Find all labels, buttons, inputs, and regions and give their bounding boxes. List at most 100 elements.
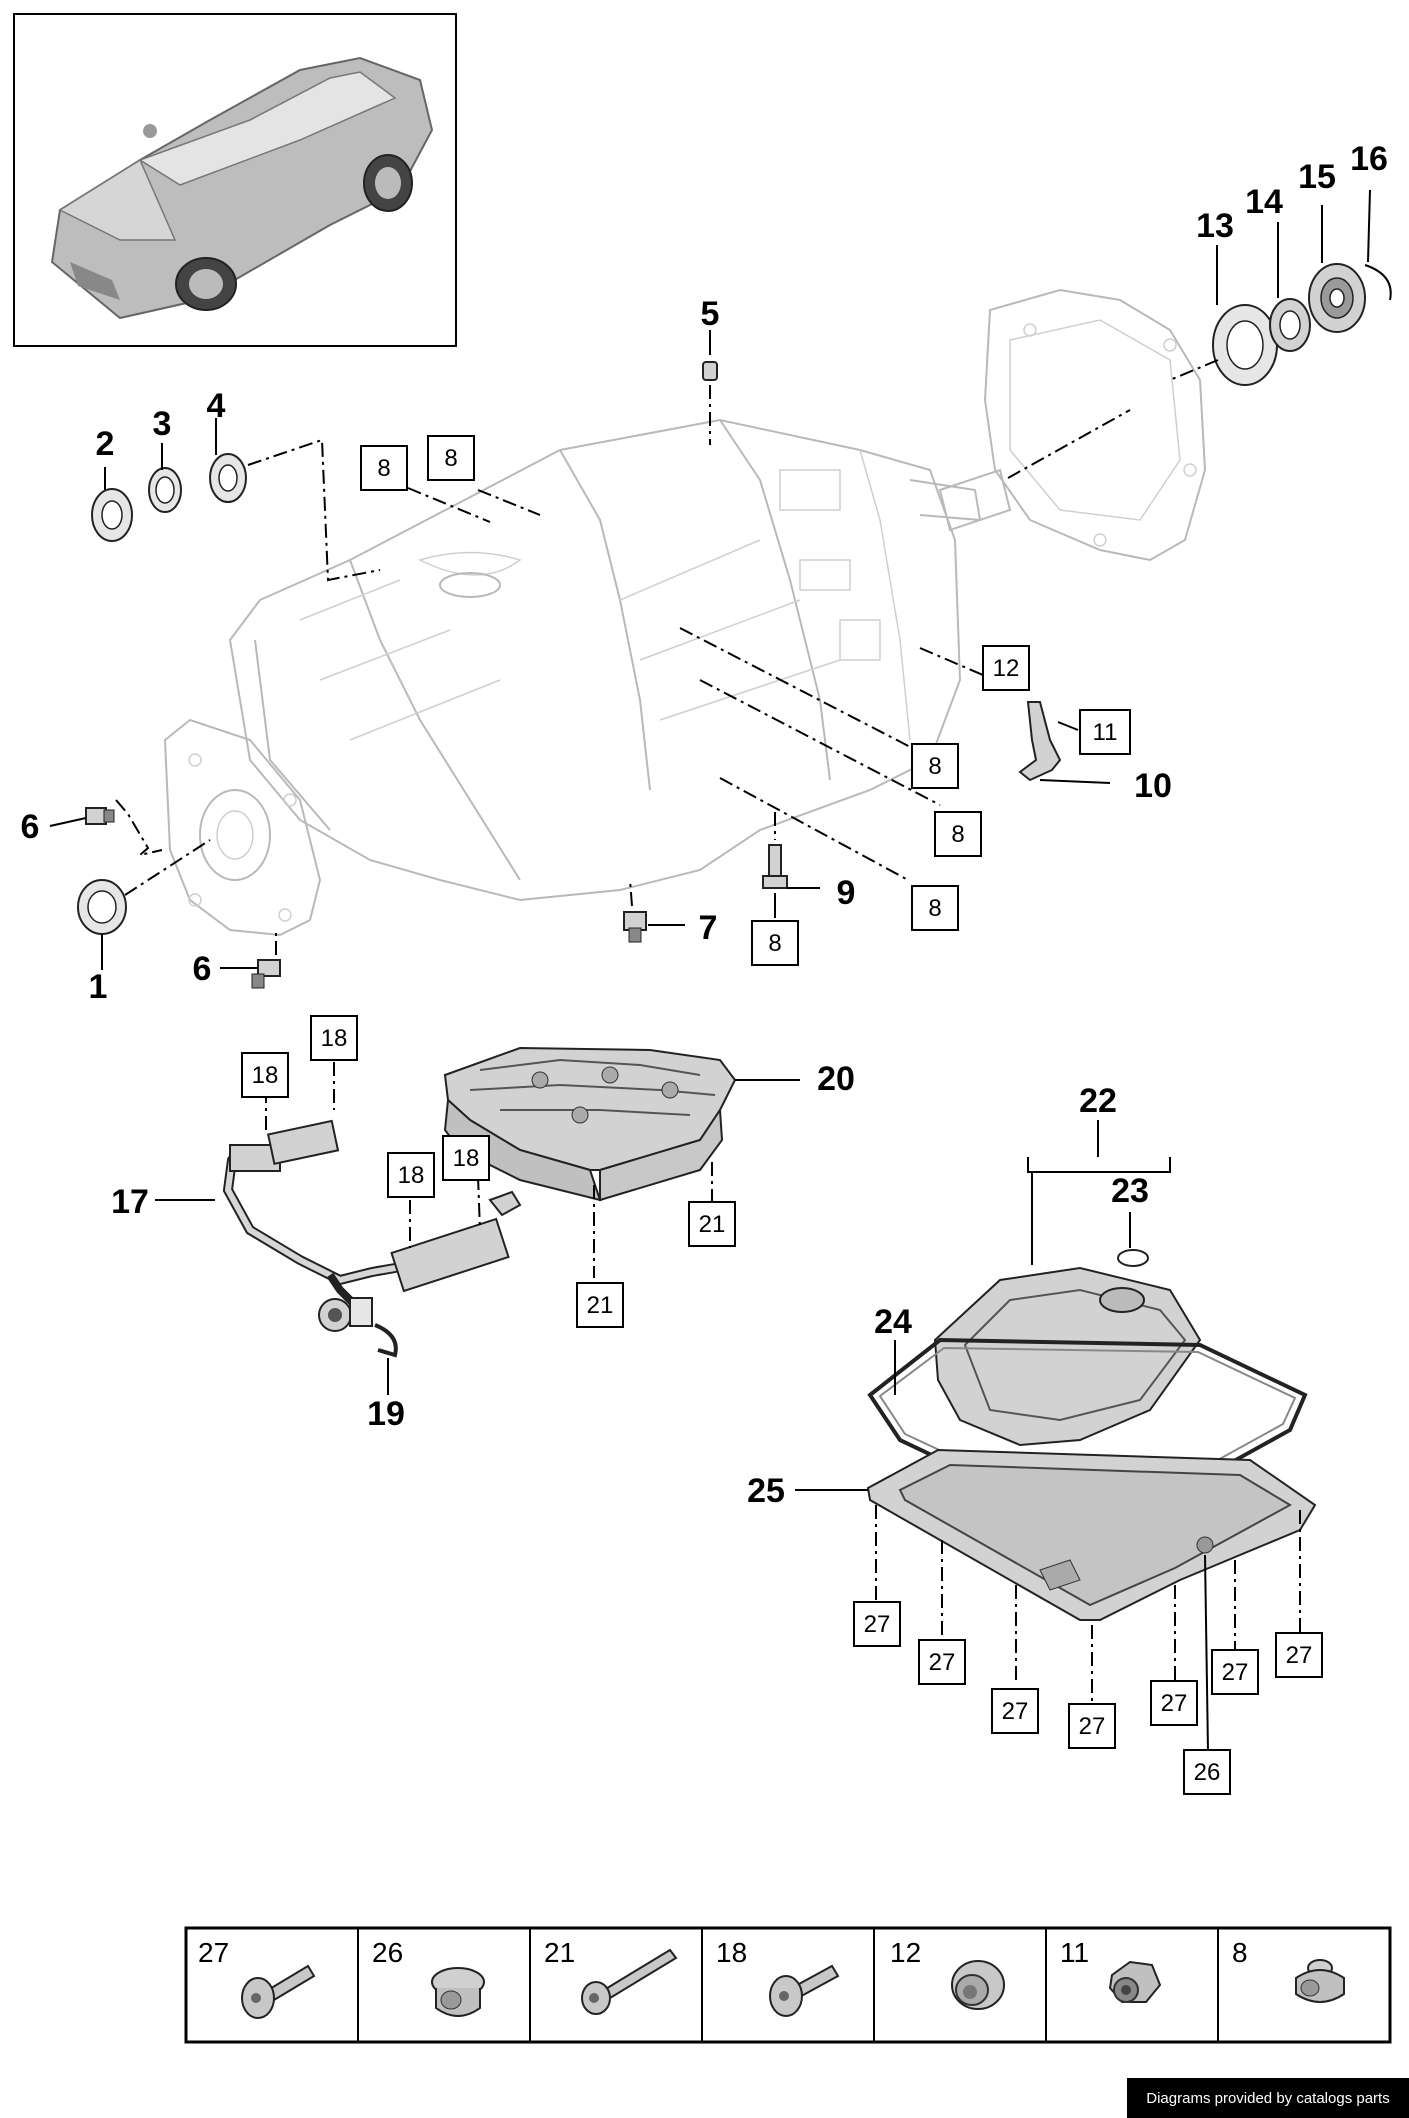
svg-text:8: 8 — [928, 753, 941, 780]
valve-body-20 — [443, 1046, 737, 1202]
callout-16: 16 — [1350, 140, 1388, 178]
svg-text:27: 27 — [198, 1937, 229, 1968]
ref-box-27: 27 — [1150, 1680, 1198, 1726]
ref-box-18: 18 — [310, 1015, 358, 1061]
callout-23: 23 — [1111, 1172, 1149, 1210]
callout-3: 3 — [153, 405, 172, 443]
callout-22: 22 — [1079, 1082, 1117, 1120]
svg-text:27: 27 — [1222, 1659, 1249, 1686]
bearing-15 — [1308, 263, 1366, 333]
ref-box-8: 8 — [934, 811, 982, 857]
callout-13: 13 — [1196, 207, 1234, 245]
callout-1: 1 — [89, 968, 108, 1006]
svg-text:27: 27 — [1079, 1713, 1106, 1740]
legend-cell-8: 8 — [1232, 1937, 1345, 2003]
ref-box-8: 8 — [427, 435, 475, 481]
nut-icon — [951, 1960, 1005, 2010]
callout-15: 15 — [1298, 158, 1336, 196]
sensor-7 — [623, 911, 647, 943]
ref-box-18: 18 — [387, 1152, 435, 1198]
ref-box-27: 27 — [918, 1639, 966, 1685]
svg-text:12: 12 — [890, 1937, 921, 1968]
credit-badge: Diagrams provided by catalogs parts — [1127, 2078, 1409, 2118]
ref-box-12: 12 — [982, 645, 1030, 691]
bolt-9 — [762, 844, 788, 889]
ref-box-27: 27 — [1211, 1649, 1259, 1695]
circlip-16 — [1364, 264, 1392, 301]
callout-24: 24 — [874, 1303, 912, 1341]
ref-box-21: 21 — [688, 1201, 736, 1247]
credit-text: Diagrams provided by catalogs parts — [1146, 2089, 1390, 2107]
svg-text:27: 27 — [1286, 1642, 1313, 1669]
ref-box-18: 18 — [442, 1135, 490, 1181]
callout-6-upper: 6 — [21, 808, 40, 846]
ref-box-8: 8 — [911, 743, 959, 789]
seal-2 — [91, 488, 133, 542]
callout-labels: 1 2 3 4 5 6 6 7 9 10 13 14 15 16 17 19 2… — [21, 140, 1388, 1510]
svg-text:8: 8 — [928, 895, 941, 922]
callout-20: 20 — [817, 1060, 855, 1098]
ref-box-11: 11 — [1079, 709, 1131, 755]
ref-box-8: 8 — [751, 920, 799, 966]
svg-text:11: 11 — [1093, 719, 1118, 746]
ref-box-21: 21 — [576, 1282, 624, 1328]
plug-5 — [702, 361, 718, 381]
long-bolt-icon — [581, 1948, 678, 2015]
svg-text:27: 27 — [1161, 1690, 1188, 1717]
callout-10: 10 — [1134, 767, 1172, 805]
callout-14: 14 — [1245, 183, 1283, 221]
ref-box-27: 27 — [991, 1688, 1039, 1734]
sensor-6-upper — [85, 807, 115, 825]
ref-box-18: 18 — [241, 1052, 289, 1098]
callout-2: 2 — [96, 425, 115, 463]
filter-22 — [933, 1266, 1202, 1447]
svg-text:8: 8 — [1232, 1937, 1248, 1968]
ref-box-27: 27 — [853, 1601, 901, 1647]
svg-text:27: 27 — [1002, 1698, 1029, 1725]
callout-19: 19 — [367, 1395, 405, 1433]
seal-4 — [209, 453, 247, 503]
ref-box-8: 8 — [911, 885, 959, 931]
ref-box-8: 8 — [360, 445, 408, 491]
svg-text:21: 21 — [699, 1211, 726, 1238]
boxed-references: 8 8 8 8 8 8 12 11 18 18 18 18 21 21 27 2… — [241, 435, 1323, 1795]
seal-1 — [77, 879, 127, 935]
nut-icon — [1108, 1960, 1162, 2003]
legend-cell-27: 27 — [198, 1937, 316, 2019]
bracket-10 — [1018, 701, 1062, 782]
svg-text:18: 18 — [453, 1145, 480, 1172]
svg-text:18: 18 — [252, 1062, 279, 1089]
legend-cell-11: 11 — [1060, 1937, 1162, 2003]
o-ring-23 — [1117, 1249, 1149, 1267]
ring-14 — [1269, 298, 1311, 352]
legend-cell-26: 26 — [372, 1937, 485, 2017]
legend-cell-21: 21 — [544, 1937, 678, 2015]
bolt-flange-icon — [241, 1964, 316, 2019]
callout-6-lower: 6 — [193, 950, 212, 988]
svg-text:26: 26 — [1194, 1759, 1221, 1786]
callout-7: 7 — [699, 909, 718, 947]
svg-text:11: 11 — [1060, 1937, 1089, 1968]
sensor-6-lower — [251, 959, 281, 989]
fastener-legend: 27 26 21 18 — [184, 1926, 1392, 2044]
svg-text:27: 27 — [864, 1611, 891, 1638]
legend-cell-18: 18 — [716, 1937, 840, 2017]
svg-text:8: 8 — [444, 445, 457, 472]
svg-text:18: 18 — [398, 1162, 425, 1189]
plug-icon — [1295, 1959, 1345, 2003]
svg-text:27: 27 — [929, 1649, 956, 1676]
vehicle-thumbnail — [13, 13, 457, 347]
callout-4: 4 — [207, 387, 226, 425]
ref-box-26: 26 — [1183, 1749, 1231, 1795]
svg-text:8: 8 — [951, 821, 964, 848]
svg-text:18: 18 — [321, 1025, 348, 1052]
bolt-flange-icon — [769, 1964, 840, 2017]
callout-25: 25 — [747, 1472, 785, 1510]
bearing-ring-3 — [148, 467, 182, 513]
svg-text:21: 21 — [544, 1937, 575, 1968]
legend-cell-12: 12 — [890, 1937, 1005, 2010]
seal-13 — [1212, 304, 1278, 386]
svg-text:21: 21 — [587, 1292, 614, 1319]
wiring-harness-17 — [222, 1119, 522, 1332]
